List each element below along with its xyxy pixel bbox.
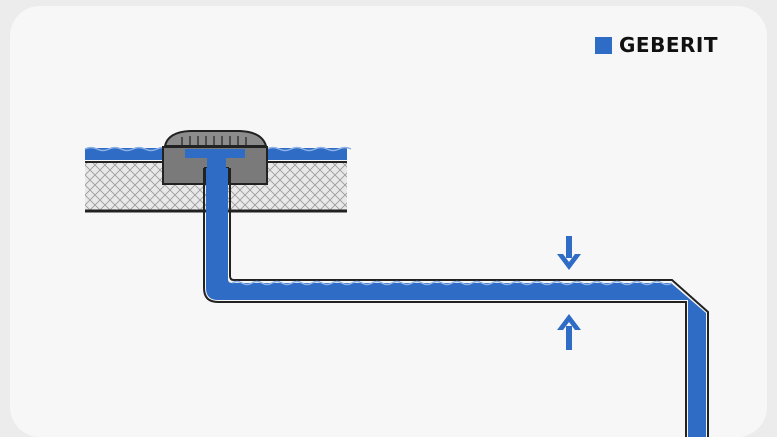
background-panel [10,6,767,437]
drain-grate-slots [181,136,247,145]
pipe-outline [203,168,709,437]
pipe-water-surface [231,280,673,286]
roof-drain-cap [163,130,268,147]
roof-water-wave-right [266,146,352,152]
drain-inflow-water [185,149,245,170]
brand-name: GEBERIT [619,33,718,57]
roof-water-wave-left [84,146,170,152]
arrow-down-icon [557,236,581,270]
geberit-logo-square-icon [595,36,612,54]
geberit-logo: GEBERIT [595,35,718,55]
arrow-up-icon [557,314,581,350]
